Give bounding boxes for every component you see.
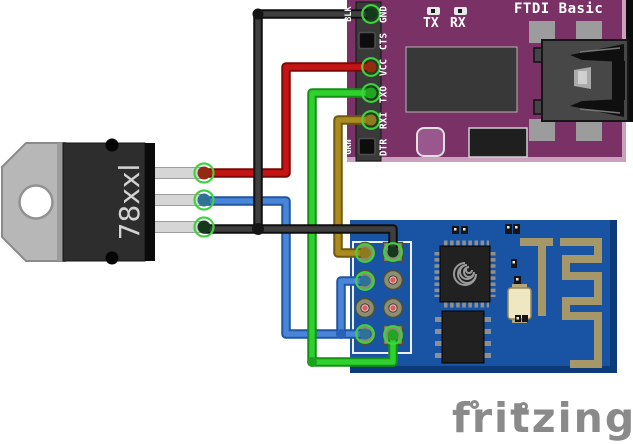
- connection-ftdi-rxi: [361, 110, 381, 130]
- connection-points: [193, 4, 403, 345]
- regulator-body-edge: [145, 143, 155, 261]
- pin-label-dtr: DTR: [378, 138, 390, 156]
- capacitor-component: [468, 127, 528, 158]
- connection-esp-left-2: [355, 271, 375, 291]
- connection-esp-right-4: [383, 325, 403, 345]
- edge-label-blk: BLK: [344, 6, 354, 22]
- connection-ftdi-txo: [361, 83, 381, 103]
- wire-junction-dot: [252, 223, 264, 235]
- voltage-regulator-78xx[interactable]: [1, 138, 206, 265]
- wires[interactable]: [199, 8, 398, 368]
- reset-component: [416, 127, 445, 157]
- edge-label-grn: GRN: [344, 139, 354, 155]
- crystal-pad-top: [512, 284, 527, 290]
- wire-green-txo[interactable]: [307, 88, 398, 367]
- rx-label: RX: [450, 16, 466, 31]
- unconnected-dot: [389, 276, 397, 284]
- flash-chip: [435, 310, 491, 364]
- ftdi-main-ic: [405, 46, 518, 113]
- regulator-label: 78xxl: [113, 163, 146, 241]
- mini-usb-connector-icon: [533, 39, 629, 122]
- connection-regulator-ground: [193, 189, 215, 211]
- ftdi-edge-shadow: [626, 0, 633, 122]
- logo-ring: [519, 402, 528, 411]
- antenna-meander: [560, 238, 602, 368]
- wire-brown-rxi[interactable]: [333, 115, 376, 258]
- connection-regulator-input: [193, 162, 215, 184]
- tx-led-icon: [427, 7, 440, 15]
- pcb-antenna-icon: [520, 238, 602, 368]
- smd-passives: [452, 224, 528, 322]
- ftdi-pin-strip: [355, 1, 382, 162]
- connection-esp-left-1: [355, 243, 375, 263]
- regulator-body: [62, 142, 146, 262]
- espressif-logo-icon: [453, 262, 477, 286]
- wire-black-gnd-a[interactable]: [252, 8, 376, 236]
- esp-pcb-edge-right: [610, 220, 617, 373]
- unconnected-dot: [389, 304, 397, 312]
- usb-slot: [612, 61, 625, 100]
- fritzing-watermark: fritzing: [452, 394, 633, 442]
- tx-label: TX: [423, 16, 439, 31]
- ftdi-basic-board[interactable]: [347, 0, 633, 162]
- tab-shadow: [57, 143, 65, 261]
- wire-bend-dot: [307, 357, 317, 367]
- usb-shine: [579, 108, 621, 114]
- body-dimple-top: [105, 138, 119, 152]
- header-outline: [352, 241, 412, 354]
- regulator-leg-output: [149, 221, 206, 233]
- unconnected-dot: [361, 304, 369, 312]
- esp8266-chip: [434, 240, 496, 308]
- wire-bend-dot: [252, 8, 264, 20]
- mounting-hole: [18, 184, 54, 220]
- connection-ftdi-vcc: [361, 57, 381, 77]
- regulator-leg-input: [149, 167, 206, 179]
- regulator-leg-ground: [149, 194, 206, 206]
- rx-led-icon: [454, 7, 467, 15]
- ftdi-pcb-edge-bottom: [347, 157, 626, 162]
- body-dimple-bottom: [105, 251, 119, 265]
- usb-mount-pads: [529, 21, 602, 141]
- connection-ftdi-gnd: [361, 4, 381, 24]
- wire-bend-dot: [336, 329, 346, 339]
- ftdi-pin-cts[interactable]: [358, 31, 376, 50]
- connection-esp-right-1: [383, 242, 403, 262]
- logo-ring: [470, 400, 479, 409]
- soic-body: [441, 310, 485, 364]
- usb-shine: [579, 47, 621, 53]
- esp-pcb-edge-bottom: [350, 366, 617, 373]
- connection-esp-left-4: [355, 324, 375, 344]
- connection-regulator-output: [193, 216, 215, 238]
- wire-red-vcc[interactable]: [199, 62, 376, 178]
- wire-blue-gnd-a[interactable]: [201, 196, 372, 339]
- usb-window-inner: [578, 71, 587, 84]
- crystal-body: [507, 287, 532, 320]
- ftdi-title: FTDI Basic: [514, 1, 604, 17]
- wire-blue-gnd-b[interactable]: [336, 276, 371, 339]
- ftdi-pin-dtr[interactable]: [358, 137, 376, 156]
